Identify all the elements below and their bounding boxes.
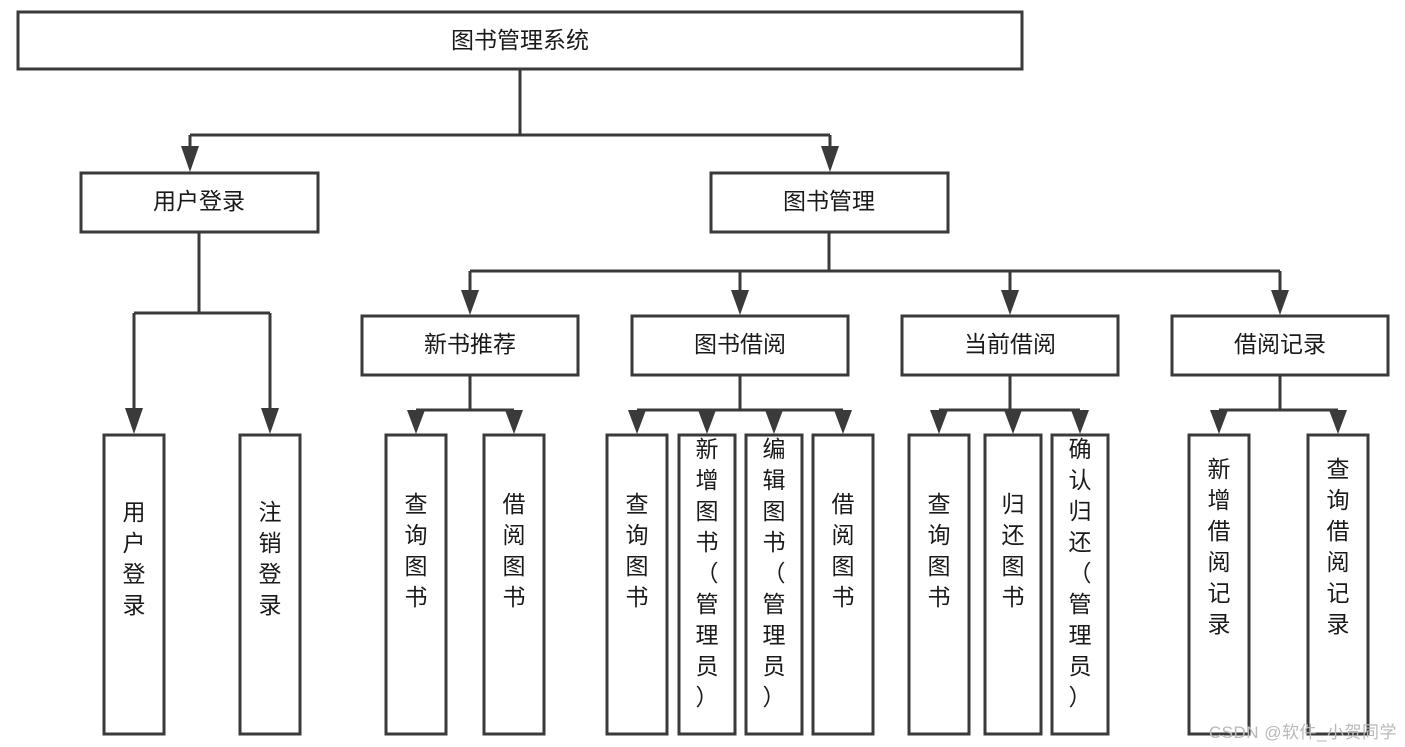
arrow-head-icon bbox=[930, 410, 948, 434]
leaf-box[interactable] bbox=[384, 433, 448, 736]
node-current-borrow-label: 当前借阅 bbox=[964, 331, 1056, 357]
leaf-node-borrow-book-1[interactable]: 借阅图书 bbox=[482, 433, 546, 736]
node-book-management-box[interactable] bbox=[709, 171, 950, 234]
node-borrow-record[interactable]: 借阅记录 bbox=[1170, 314, 1390, 377]
arrow-head-icon bbox=[505, 410, 523, 434]
leaf-node-add-book-admin[interactable]: 新增图书（管理员） bbox=[677, 433, 737, 736]
arrow-head-icon bbox=[1329, 410, 1347, 434]
leaf-box[interactable] bbox=[605, 433, 669, 736]
node-root-box[interactable] bbox=[16, 10, 1024, 71]
leaf-label: 借阅图书 bbox=[503, 491, 526, 610]
arrow-head-icon bbox=[407, 410, 425, 434]
edge-layer bbox=[125, 69, 1347, 434]
leaf-label: 借阅图书 bbox=[832, 491, 855, 610]
leaf-box[interactable] bbox=[811, 433, 875, 736]
arrow-head-icon bbox=[1271, 290, 1289, 315]
arrow-head-icon bbox=[731, 290, 749, 315]
node-user-login[interactable]: 用户登录 bbox=[79, 171, 320, 234]
arrow-head-icon bbox=[261, 408, 279, 434]
leaf-node-logout[interactable]: 注销登录 bbox=[238, 433, 302, 736]
leaf-node-query-borrow-record[interactable]: 查询借阅记录 bbox=[1306, 433, 1370, 736]
leaf-label: 新增借阅记录 bbox=[1208, 456, 1231, 637]
node-book-borrow[interactable]: 图书借阅 bbox=[630, 314, 850, 377]
leaf-node-user-login[interactable]: 用户登录 bbox=[102, 433, 166, 736]
arrow-head-icon bbox=[181, 146, 199, 172]
leaf-label: 查询图书 bbox=[405, 491, 428, 610]
leaf-node-query-book-2[interactable]: 查询图书 bbox=[605, 433, 669, 736]
leaf-box[interactable] bbox=[1050, 433, 1110, 736]
leaf-label: 归还图书 bbox=[1002, 491, 1025, 610]
arrow-head-icon bbox=[1004, 410, 1022, 434]
leaf-label: 确认归还（管理员） bbox=[1069, 436, 1092, 710]
leaf-box[interactable] bbox=[1306, 433, 1370, 736]
node-new-book-recommend[interactable]: 新书推荐 bbox=[360, 314, 580, 377]
arrow-head-icon bbox=[1071, 410, 1089, 434]
leaf-node-query-book-1[interactable]: 查询图书 bbox=[384, 433, 448, 736]
leaf-box[interactable] bbox=[907, 433, 971, 736]
node-user-login-box[interactable] bbox=[79, 171, 320, 234]
leaf-label: 编辑图书（管理员） bbox=[763, 436, 786, 710]
arrow-head-icon bbox=[834, 410, 852, 434]
leaf-node-edit-book-admin[interactable]: 编辑图书（管理员） bbox=[744, 433, 804, 736]
csdn-watermark: CSDN @软件_小贺同学 bbox=[1208, 723, 1397, 742]
node-borrow-record-label: 借阅记录 bbox=[1234, 331, 1326, 357]
leaf-label: 查询图书 bbox=[928, 491, 951, 610]
leaf-box[interactable] bbox=[677, 433, 737, 736]
leaf-label: 查询借阅记录 bbox=[1327, 456, 1350, 637]
node-book-borrow-box[interactable] bbox=[630, 314, 850, 377]
leaf-layer: 用户登录 注销登录 查询图书 借阅图书 查询图书 新增图书（管理员） bbox=[102, 433, 1370, 736]
arrow-head-icon bbox=[125, 408, 143, 434]
node-root[interactable]: 图书管理系统 bbox=[16, 10, 1024, 71]
node-book-borrow-label: 图书借阅 bbox=[694, 331, 786, 357]
leaf-box[interactable] bbox=[238, 433, 302, 736]
leaf-box[interactable] bbox=[744, 433, 804, 736]
node-current-borrow-box[interactable] bbox=[900, 314, 1120, 377]
node-borrow-record-box[interactable] bbox=[1170, 314, 1390, 377]
arrow-head-icon bbox=[821, 146, 839, 172]
leaf-box[interactable] bbox=[102, 433, 166, 736]
leaf-node-confirm-return-admin[interactable]: 确认归还（管理员） bbox=[1050, 433, 1110, 736]
leaf-node-borrow-book-2[interactable]: 借阅图书 bbox=[811, 433, 875, 736]
arrow-head-icon bbox=[698, 410, 716, 434]
node-root-label: 图书管理系统 bbox=[451, 27, 589, 53]
arrow-head-icon bbox=[1001, 290, 1019, 315]
leaf-node-return-book[interactable]: 归还图书 bbox=[983, 433, 1043, 736]
leaf-label: 用户登录 bbox=[123, 499, 146, 618]
node-new-book-recommend-box[interactable] bbox=[360, 314, 580, 377]
arrow-head-icon bbox=[1210, 410, 1228, 434]
leaf-label: 查询图书 bbox=[626, 491, 649, 610]
node-book-management[interactable]: 图书管理 bbox=[709, 171, 950, 234]
leaf-node-add-borrow-record[interactable]: 新增借阅记录 bbox=[1187, 433, 1251, 736]
leaf-box[interactable] bbox=[482, 433, 546, 736]
node-new-book-recommend-label: 新书推荐 bbox=[424, 331, 516, 357]
leaf-box[interactable] bbox=[983, 433, 1043, 736]
arrow-head-icon bbox=[461, 290, 479, 315]
node-book-management-label: 图书管理 bbox=[783, 188, 875, 214]
leaf-label: 注销登录 bbox=[259, 499, 282, 618]
arrow-head-icon bbox=[628, 410, 646, 434]
leaf-label: 新增图书（管理员） bbox=[696, 436, 719, 710]
node-user-login-label: 用户登录 bbox=[153, 188, 245, 214]
leaf-node-query-book-3[interactable]: 查询图书 bbox=[907, 433, 971, 736]
node-current-borrow[interactable]: 当前借阅 bbox=[900, 314, 1120, 377]
leaf-box[interactable] bbox=[1187, 433, 1251, 736]
arrow-head-icon bbox=[765, 410, 783, 434]
